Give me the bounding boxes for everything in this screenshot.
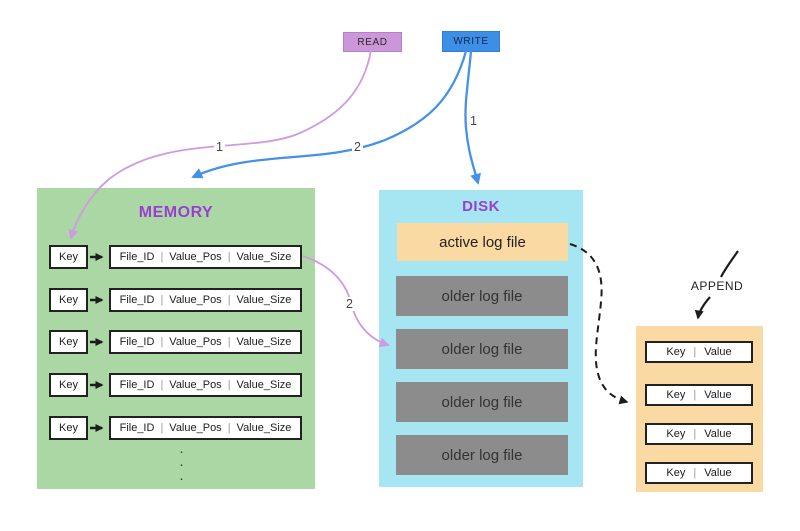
write-badge: WRITE — [442, 31, 500, 52]
field-value-pos: Value_Pos — [169, 379, 222, 391]
separator: | — [693, 389, 697, 401]
active-log-file: active log file — [397, 223, 568, 261]
separator: | — [693, 346, 697, 358]
separator: | — [160, 336, 164, 348]
older-log-file: older log file — [396, 329, 568, 369]
key-box: Key — [49, 330, 88, 354]
step-label-memory-2: 2 — [344, 297, 355, 311]
separator: | — [227, 294, 231, 306]
append-file-panel: Key | Value Key | Value Key | Value Key … — [636, 326, 763, 492]
step-label-write-2: 2 — [352, 140, 363, 154]
key-box: Key — [49, 245, 88, 269]
field-file-id: File_ID — [119, 251, 155, 263]
separator: | — [227, 251, 231, 263]
memory-title: MEMORY — [138, 204, 214, 221]
separator: | — [160, 251, 164, 263]
entry-box: File_ID | Value_Pos | Value_Size — [109, 245, 302, 269]
separator: | — [160, 294, 164, 306]
disk-panel: DISK active log file older log file olde… — [379, 190, 583, 487]
entry-box: File_ID | Value_Pos | Value_Size — [109, 288, 302, 312]
separator: | — [693, 428, 697, 440]
kv-key: Key — [666, 428, 686, 440]
older-log-file: older log file — [396, 276, 568, 316]
entry-box: File_ID | Value_Pos | Value_Size — [109, 416, 302, 440]
field-value-pos: Value_Pos — [169, 422, 222, 434]
key-value-row: Key | Value — [645, 423, 753, 445]
append-arrow — [694, 296, 711, 320]
kv-value: Value — [704, 428, 732, 440]
separator: | — [160, 379, 164, 391]
field-file-id: File_ID — [119, 422, 155, 434]
disk-title: DISK — [462, 198, 500, 215]
separator: | — [227, 336, 231, 348]
read-badge: READ — [343, 32, 402, 52]
key-box: Key — [49, 416, 88, 440]
ellipsis-dot: · — [179, 443, 184, 460]
append-label: APPEND — [682, 279, 752, 293]
separator: | — [693, 467, 697, 479]
field-value-pos: Value_Pos — [169, 294, 222, 306]
field-value-size: Value_Size — [236, 294, 292, 306]
memory-row: Key File_ID | Value_Pos | Value_Size — [37, 416, 315, 440]
older-log-file: older log file — [396, 435, 568, 475]
step-label-write-1: 1 — [468, 114, 479, 128]
key-box: Key — [49, 288, 88, 312]
memory-row: Key File_ID | Value_Pos | Value_Size — [37, 330, 315, 354]
older-log-file: older log file — [396, 382, 568, 422]
separator: | — [160, 422, 164, 434]
memory-panel: MEMORY Key File_ID | Value_Pos | Value_S… — [37, 188, 315, 489]
key-value-row: Key | Value — [645, 341, 753, 363]
field-file-id: File_ID — [119, 294, 155, 306]
key-value-row: Key | Value — [645, 462, 753, 484]
field-file-id: File_ID — [119, 379, 155, 391]
append-annotation-line — [720, 250, 739, 278]
key-box: Key — [49, 373, 88, 397]
memory-row: Key File_ID | Value_Pos | Value_Size — [37, 373, 315, 397]
field-value-size: Value_Size — [236, 251, 292, 263]
field-value-size: Value_Size — [236, 336, 292, 348]
kv-value: Value — [704, 389, 732, 401]
key-value-row: Key | Value — [645, 384, 753, 406]
kv-value: Value — [704, 346, 732, 358]
entry-box: File_ID | Value_Pos | Value_Size — [109, 373, 302, 397]
field-value-pos: Value_Pos — [169, 336, 222, 348]
write-to-memory-arrow — [191, 50, 468, 179]
memory-row: Key File_ID | Value_Pos | Value_Size — [37, 245, 315, 269]
separator: | — [227, 379, 231, 391]
field-value-pos: Value_Pos — [169, 251, 222, 263]
kv-value: Value — [704, 467, 732, 479]
step-label-read-1: 1 — [214, 140, 225, 154]
entry-box: File_ID | Value_Pos | Value_Size — [109, 330, 302, 354]
ellipsis-dot: · — [179, 470, 184, 487]
field-value-size: Value_Size — [236, 379, 292, 391]
field-file-id: File_ID — [119, 336, 155, 348]
kv-key: Key — [666, 389, 686, 401]
separator: | — [227, 422, 231, 434]
memory-row: Key File_ID | Value_Pos | Value_Size — [37, 288, 315, 312]
kv-key: Key — [666, 467, 686, 479]
kv-key: Key — [666, 346, 686, 358]
ellipsis-dot: · — [179, 456, 184, 473]
field-value-size: Value_Size — [236, 422, 292, 434]
